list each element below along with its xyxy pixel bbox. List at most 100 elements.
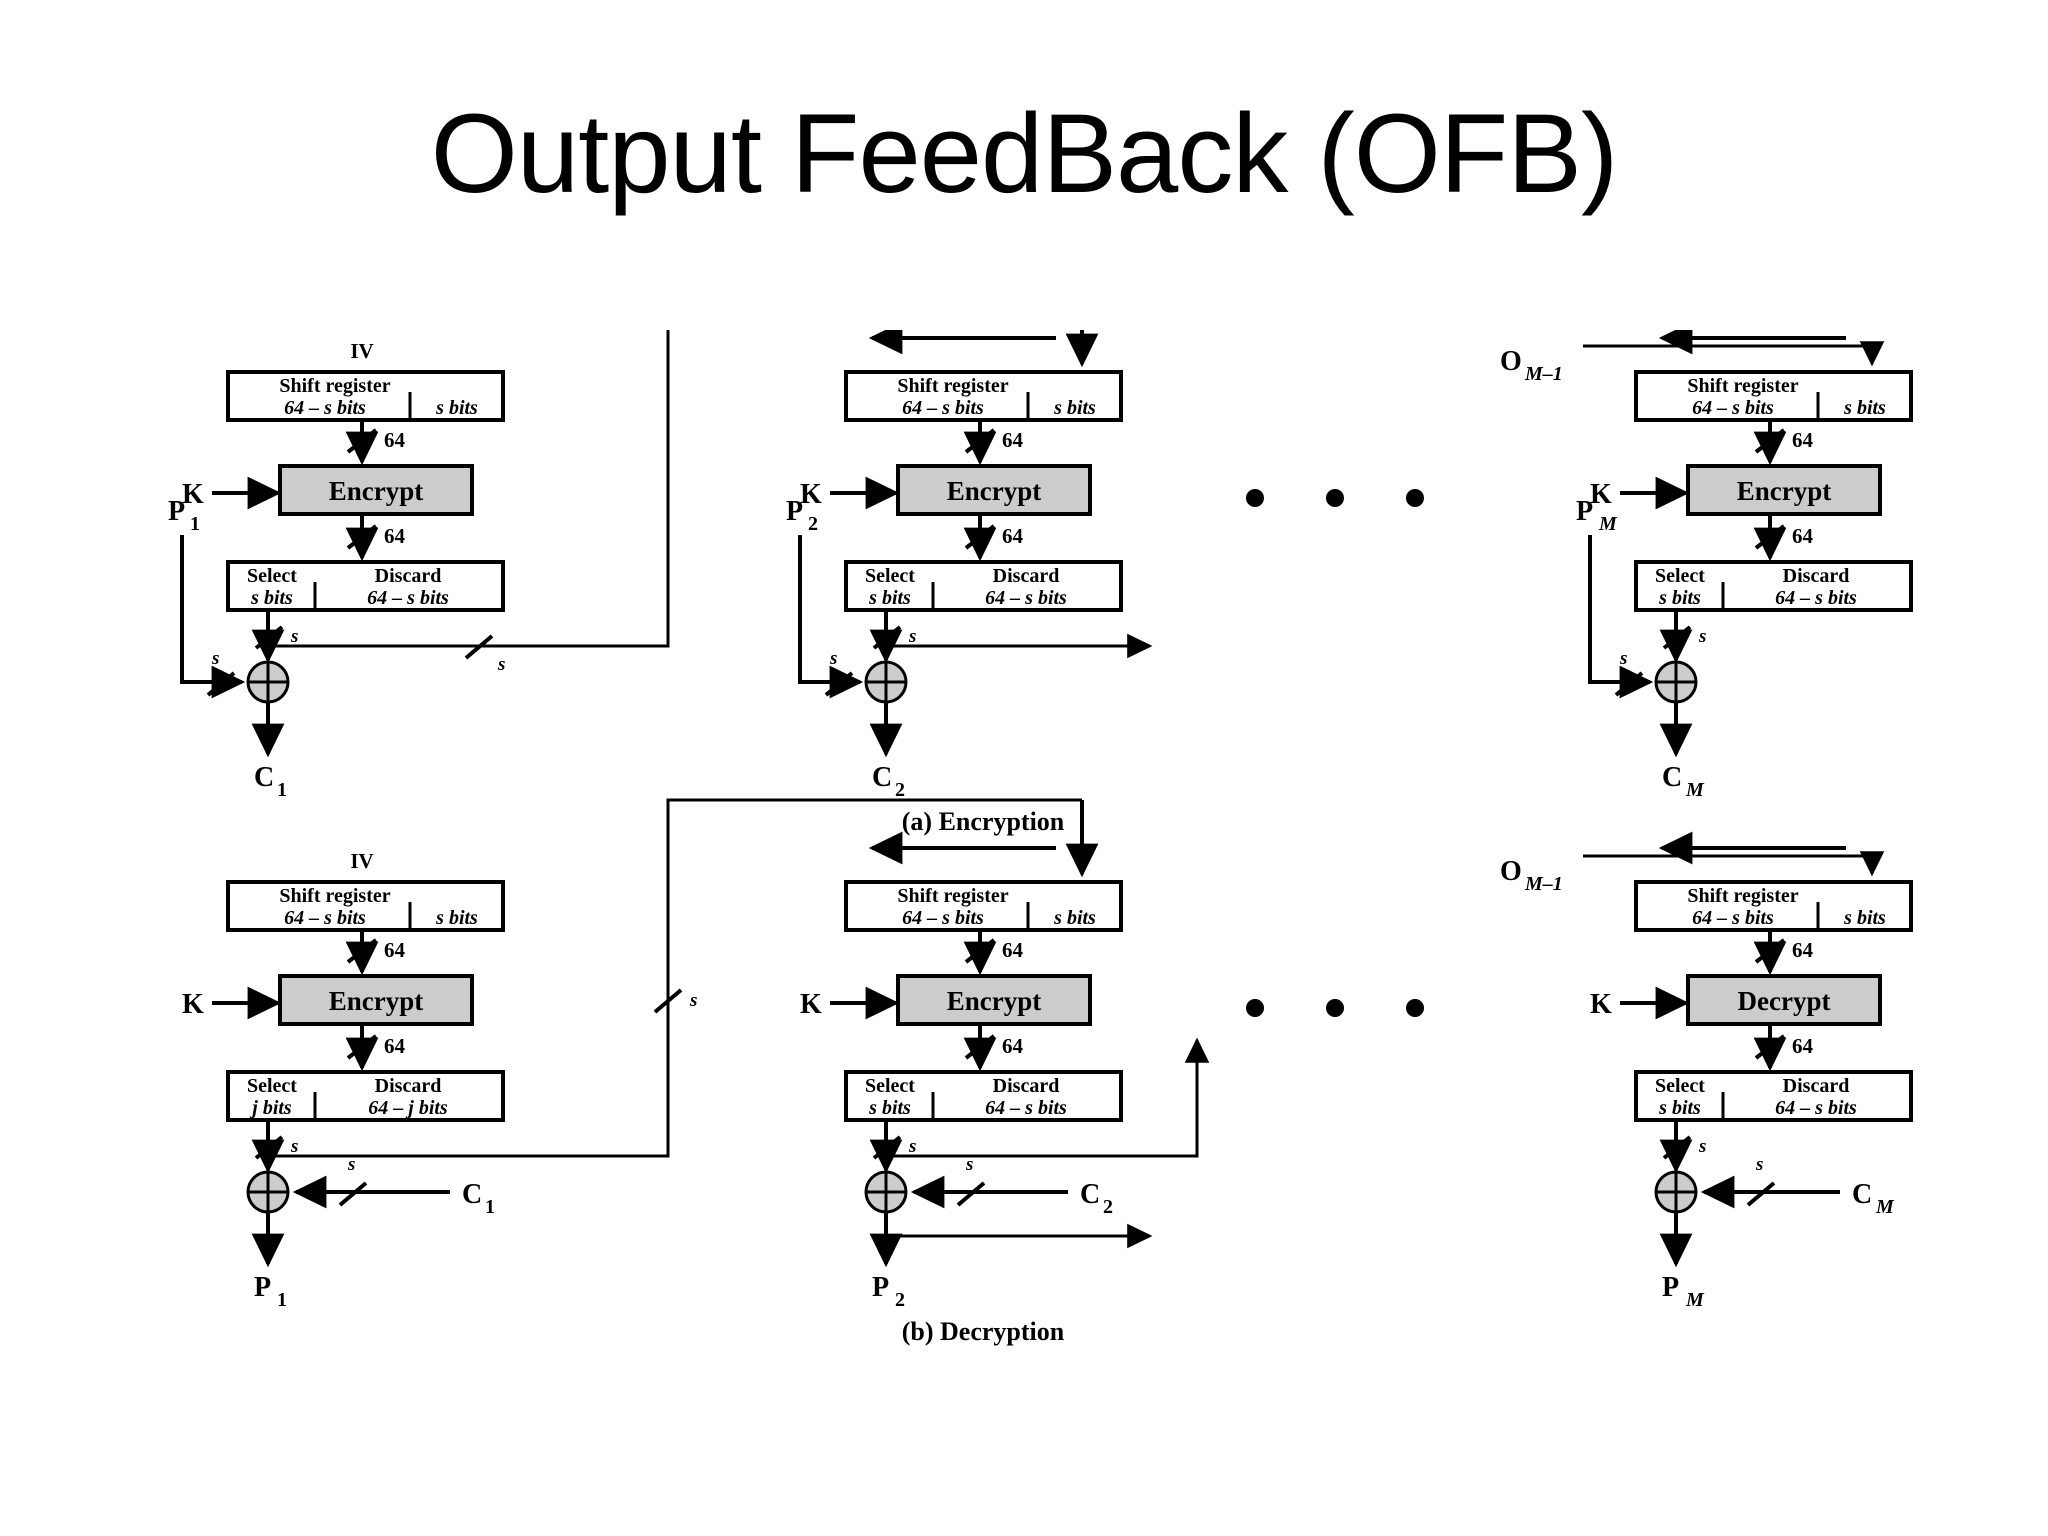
shift-register-right-bits-enc-m: s bits — [1843, 397, 1886, 419]
ciphertext-label-dec-2: C — [1080, 1179, 1100, 1210]
select-discard-box-enc-2 — [844, 560, 1123, 612]
ciphertext-width-label-dec-1: s — [347, 1154, 355, 1175]
page-title: Output FeedBack (OFB) — [430, 91, 1619, 216]
encrypt-label-enc-1: Encrypt — [329, 476, 424, 506]
enc-ellipsis — [1246, 489, 1424, 507]
decrypt-label-dec-m: Decrypt — [1738, 986, 1831, 1016]
ciphertext-width-label-dec-m: s — [1755, 1154, 1763, 1175]
feedback-path-enc-1 — [268, 330, 670, 648]
width-label-s-dec-2-a: s — [908, 1136, 916, 1157]
o-prev-label-enc-m: O — [1500, 346, 1522, 377]
width-label-64-enc-1-b: 64 — [384, 524, 406, 548]
width-label-64-enc-2-a: 64 — [1002, 428, 1024, 452]
width-slash-enc-2-a — [964, 428, 996, 454]
width-slash-dec-2-a — [964, 938, 996, 964]
o-prev-sub-dec-m: M–1 — [1524, 873, 1563, 895]
select-title-enc-2: Select — [865, 565, 915, 587]
dec-ellipsis — [1246, 999, 1424, 1017]
xor-gate-dec-1 — [246, 1170, 290, 1214]
ciphertext-sub-dec-1: 1 — [485, 1196, 495, 1218]
width-slash-enc-m-c — [1662, 625, 1692, 650]
plaintext-sub-enc-2: 2 — [808, 513, 818, 535]
width-label-s-enc-m-a: s — [1698, 626, 1706, 647]
discard-bits-dec-1: 64 – j bits — [368, 1097, 448, 1119]
select-title-dec-2: Select — [865, 1075, 915, 1097]
discard-bits-enc-2: 64 – s bits — [985, 587, 1067, 609]
width-label-64-dec-m-b: 64 — [1792, 1034, 1814, 1058]
width-slash-dec-1-a — [346, 938, 378, 964]
width-slash-enc-m-b — [1754, 524, 1786, 550]
shift-register-title-dec-2: Shift register — [897, 885, 1008, 907]
width-slash-enc-1-b — [346, 524, 378, 550]
width-label-64-dec-m-a: 64 — [1792, 938, 1814, 962]
select-discard-box-dec-m — [1634, 1070, 1913, 1122]
ciphertext-sub-dec-2: 2 — [1103, 1196, 1113, 1218]
discard-bits-dec-m: 64 – s bits — [1775, 1097, 1857, 1119]
discard-title-dec-2: Discard — [993, 1075, 1060, 1097]
select-discard-box-dec-1 — [226, 1070, 505, 1122]
ellipsis-dot-3-dec — [1406, 999, 1424, 1017]
xor-gate-enc-1 — [246, 660, 290, 704]
discard-bits-dec-2: 64 – s bits — [985, 1097, 1067, 1119]
shift-register-right-bits-enc-2: s bits — [1053, 397, 1096, 419]
plaintext-label-dec-m: P — [1662, 1272, 1679, 1303]
dec-stage-1: IV Shift register 64 – s bits s bits 64 … — [182, 798, 1082, 1311]
dec-stage-2: Shift register 64 – s bits s bits 64 Enc… — [800, 800, 1210, 1311]
enc-stage-1: IV Shift register 64 – s bits s bits 64 … — [168, 330, 670, 801]
ellipsis-dot-2-dec — [1326, 999, 1344, 1017]
enc-stage-m: O M–1 Shift register 64 – s bits s bits … — [1500, 330, 1913, 801]
shift-register-title-dec-m: Shift register — [1687, 885, 1798, 907]
feedback-width-label-dec-1: s — [689, 990, 697, 1011]
select-bits-dec-m: s bits — [1658, 1097, 1701, 1119]
decryption-section: IV Shift register 64 – s bits s bits 64 … — [182, 798, 1913, 1346]
shift-register-left-bits-enc-1: 64 – s bits — [284, 397, 366, 419]
ciphertext-label-enc-1: C — [254, 762, 274, 793]
ciphertext-label-dec-m: C — [1852, 1179, 1872, 1210]
plaintext-label-dec-2: P — [872, 1272, 889, 1303]
shift-register-box-dec-2 — [844, 880, 1123, 932]
key-label-enc-m: K — [1590, 479, 1612, 510]
select-discard-box-enc-m — [1634, 560, 1913, 612]
width-label-64-enc-2-b: 64 — [1002, 524, 1024, 548]
shift-register-left-bits-enc-m: 64 – s bits — [1692, 397, 1774, 419]
ciphertext-label-enc-m: C — [1662, 762, 1682, 793]
select-title-dec-m: Select — [1655, 1075, 1705, 1097]
discard-bits-enc-m: 64 – s bits — [1775, 587, 1857, 609]
select-title-dec-1: Select — [247, 1075, 297, 1097]
xor-gate-enc-2 — [864, 660, 908, 704]
discard-title-enc-2: Discard — [993, 565, 1060, 587]
ciphertext-sub-enc-m: M — [1685, 779, 1705, 801]
width-slash-dec-2-c — [872, 1135, 902, 1160]
feedback-slash-dec-1 — [653, 988, 683, 1014]
wire-o-prev-enc-m — [1583, 341, 1885, 367]
shift-register-left-bits-dec-1: 64 – s bits — [284, 907, 366, 929]
xor-gate-dec-2 — [864, 1170, 908, 1214]
width-slash-dec-m-a — [1754, 938, 1786, 964]
plaintext-width-label-enc-1: s — [211, 648, 219, 669]
width-slash-dec-m-b — [1754, 1034, 1786, 1060]
ciphertext-width-label-dec-2: s — [965, 1154, 973, 1175]
width-slash-enc-1-a — [346, 428, 378, 454]
o-prev-label-dec-m: O — [1500, 856, 1522, 887]
width-slash-dec-1-c — [254, 1135, 284, 1160]
encryption-section: IV Shift register 64 – s bits s bits 64 … — [168, 330, 1913, 836]
width-label-64-enc-1-a: 64 — [384, 428, 406, 452]
plaintext-sub-dec-m: M — [1685, 1289, 1705, 1311]
plaintext-sub-enc-1: 1 — [190, 513, 200, 535]
iv-label-dec-1: IV — [350, 849, 373, 873]
ofb-svg: IV Shift register 64 – s bits s bits 64 … — [168, 330, 1913, 1346]
select-bits-enc-1: s bits — [250, 587, 293, 609]
shift-register-left-bits-dec-2: 64 – s bits — [902, 907, 984, 929]
shift-register-box-dec-m — [1634, 880, 1913, 932]
select-discard-box-enc-1 — [226, 560, 505, 612]
encrypt-box-enc-1 — [278, 464, 474, 516]
ellipsis-dot-1-enc — [1246, 489, 1264, 507]
width-slash-dec-m-c — [1662, 1135, 1692, 1160]
width-slash-enc-2-b — [964, 524, 996, 550]
ellipsis-dot-2-enc — [1326, 489, 1344, 507]
discard-title-enc-1: Discard — [375, 565, 442, 587]
width-slash-dec-2-b — [964, 1034, 996, 1060]
plaintext-width-label-enc-m: s — [1619, 648, 1627, 669]
plaintext-slash-enc-m — [1614, 671, 1644, 697]
shift-register-title-enc-2: Shift register — [897, 375, 1008, 397]
